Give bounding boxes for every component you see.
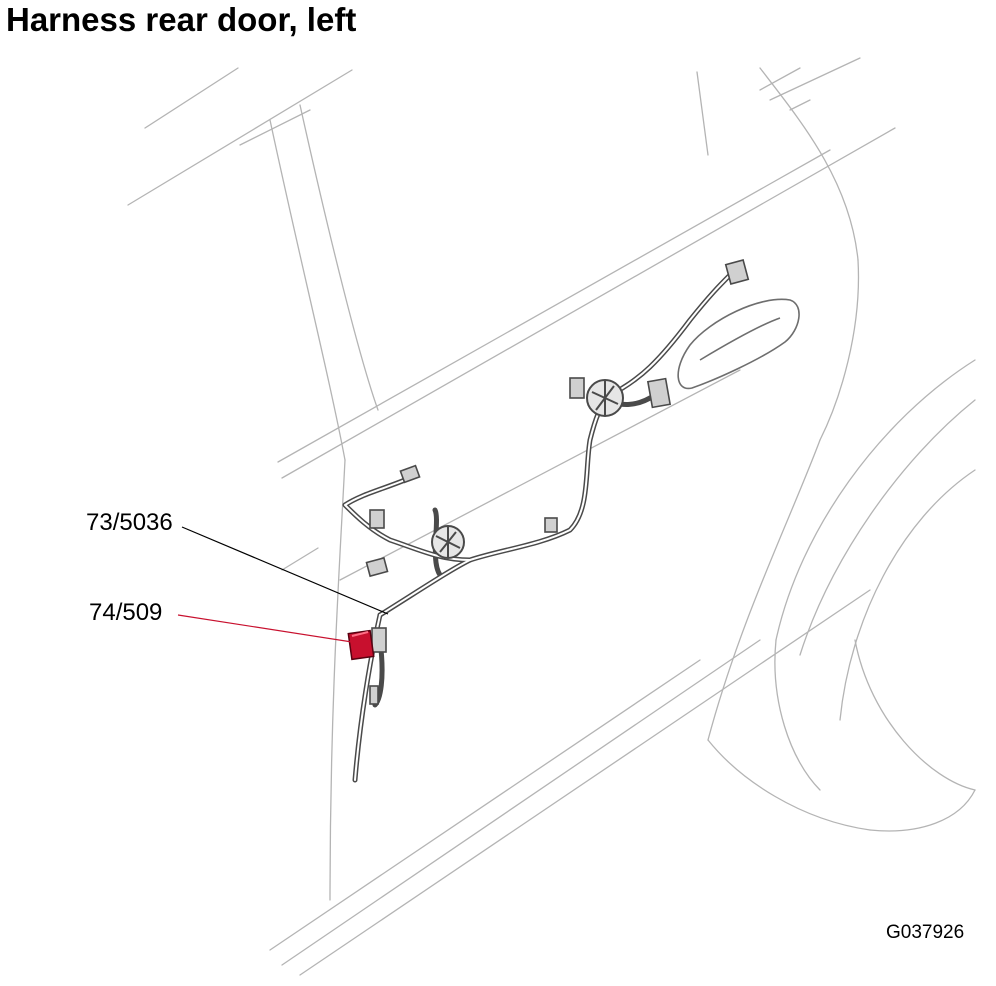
highlighted-connector [347,629,375,661]
harness-grommet-upper [586,379,624,417]
leader-line-73-5036 [181,526,389,615]
wiring-harness [342,272,733,783]
diagram-title: Harness rear door, left [6,1,357,38]
harness-connectors [365,259,750,705]
wiring-harness-inner [344,274,731,781]
callout-74-509: 74/509 [89,599,163,626]
car-body-outline [127,57,976,976]
door-handle [677,298,800,390]
figure-id: G037926 [886,922,965,943]
harness-grommet-lower [431,525,465,559]
leader-line-74-509 [177,614,353,643]
callout-73-5036: 73/5036 [86,509,173,536]
